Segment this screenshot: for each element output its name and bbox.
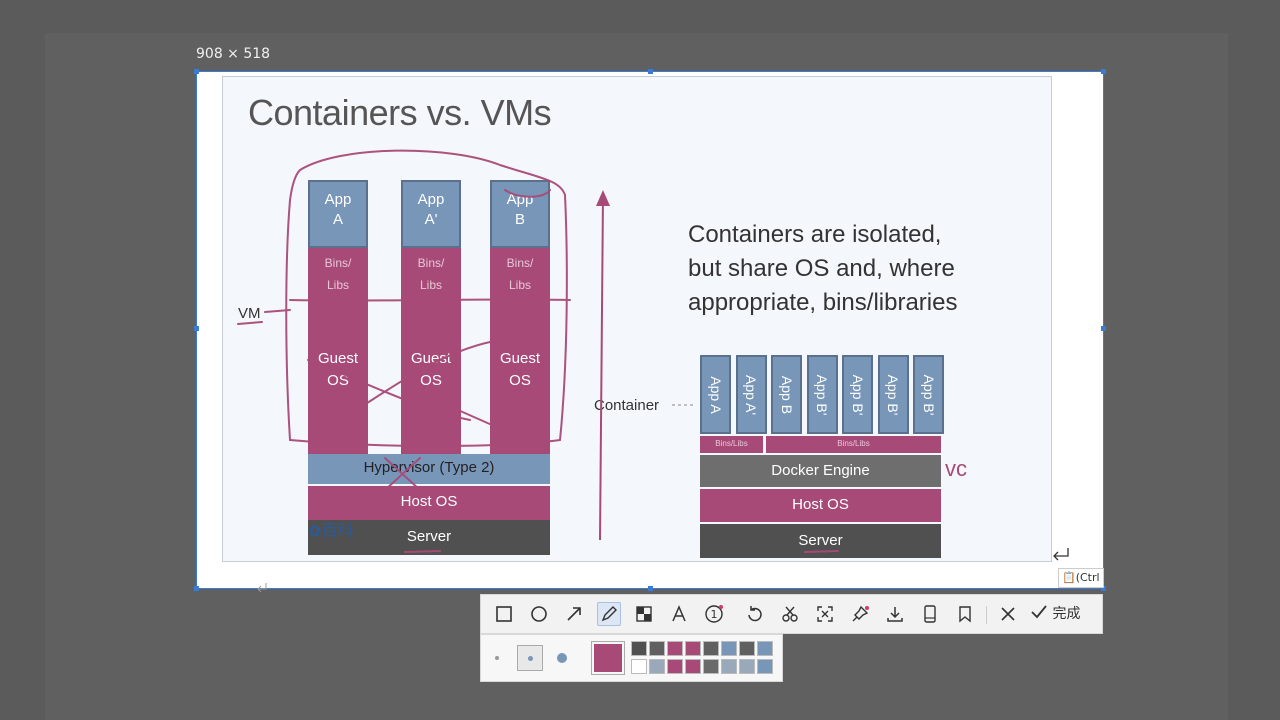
vm-label: VM xyxy=(238,305,261,322)
slide-title: Containers vs. VMs xyxy=(248,92,552,133)
color-swatch[interactable] xyxy=(631,641,647,656)
brush-size-medium[interactable] xyxy=(517,645,543,671)
pen-icon[interactable] xyxy=(597,602,621,626)
annotation-vc: vc xyxy=(945,456,967,481)
vm-circle-stroke xyxy=(285,149,568,447)
resize-handle-left[interactable] xyxy=(194,326,199,331)
rectangle-icon[interactable] xyxy=(492,602,516,626)
container-label: Container xyxy=(594,397,660,414)
resize-handle-bl[interactable] xyxy=(194,586,199,591)
vm-guest-os-a: Guest OS xyxy=(308,300,368,454)
vm-app-a: App A xyxy=(308,180,368,248)
guest-cross-stroke-1 xyxy=(307,359,471,421)
color-palette-panel xyxy=(480,634,783,682)
done-label: 完成 xyxy=(1052,606,1081,622)
color-swatch[interactable] xyxy=(649,641,665,656)
container-app-1: App A xyxy=(700,355,731,434)
hypervisor-layer: Hypervisor (Type 2) xyxy=(308,454,550,484)
color-swatch[interactable] xyxy=(667,641,683,656)
container-host-os-layer: Host OS xyxy=(700,489,941,522)
paste-hint: 📋(Ctrl xyxy=(1058,568,1104,588)
close-icon[interactable] xyxy=(996,602,1020,626)
vm-bins-b: Bins/ Libs xyxy=(490,248,550,300)
color-swatch[interactable] xyxy=(685,659,701,674)
bins-underline-stroke xyxy=(289,298,571,302)
baike-logo: ✿百科 xyxy=(308,521,354,540)
color-swatch[interactable] xyxy=(721,659,737,674)
docker-engine-layer: Docker Engine xyxy=(700,455,941,487)
container-app-3: App B xyxy=(771,355,802,434)
vm-app-a-prime: App A' xyxy=(401,180,461,248)
toolbar-separator xyxy=(986,606,987,624)
done-button[interactable]: 完成 xyxy=(1030,603,1080,623)
arrow-icon[interactable] xyxy=(562,602,586,626)
vm-bins-a: Bins/ Libs xyxy=(308,248,368,300)
screenshot-toolbar: 1 xyxy=(480,594,1103,634)
slide-description: Containers are isolated, but share OS an… xyxy=(688,221,958,316)
resize-handle-top[interactable] xyxy=(648,69,653,74)
cut-icon[interactable] xyxy=(778,602,802,626)
resize-handle-bottom[interactable] xyxy=(648,586,653,591)
color-swatch[interactable] xyxy=(703,641,719,656)
container-app-6: App B' xyxy=(877,355,909,434)
app-b-circle-stroke xyxy=(504,189,551,198)
resize-handle-br[interactable] xyxy=(1101,586,1106,591)
container-server-underline-stroke xyxy=(804,550,839,553)
baike-logo-text: 百科 xyxy=(321,521,354,540)
color-swatch[interactable] xyxy=(721,641,737,656)
vm-app-b: App B xyxy=(490,180,550,248)
guest-cross-stroke-3 xyxy=(409,389,541,446)
brush-size-large[interactable] xyxy=(557,653,567,663)
color-swatch[interactable] xyxy=(685,641,701,656)
svg-text:1: 1 xyxy=(711,608,718,621)
vm-host-os-layer: Host OS xyxy=(308,486,550,520)
vm-label-arrow-stroke xyxy=(264,309,291,313)
capture-size-label: 908 × 518 xyxy=(196,46,271,62)
text-icon[interactable] xyxy=(667,602,691,626)
container-app-7: App B' xyxy=(913,355,944,434)
ocr-icon[interactable] xyxy=(813,602,837,626)
vm-label-underline-stroke xyxy=(237,321,263,325)
undo-icon[interactable] xyxy=(743,602,767,626)
color-swatch[interactable] xyxy=(757,641,773,656)
circle-icon[interactable] xyxy=(527,602,551,626)
color-swatch[interactable] xyxy=(739,659,755,674)
vm-bins-a-prime: Bins/ Libs xyxy=(401,248,461,300)
mosaic-icon[interactable] xyxy=(632,602,656,626)
resize-handle-right[interactable] xyxy=(1101,326,1106,331)
enter-mark-left xyxy=(257,583,267,593)
color-swatch[interactable] xyxy=(703,659,719,674)
download-icon[interactable] xyxy=(883,602,907,626)
container-app-2: App A' xyxy=(735,355,767,434)
container-app-5: App B' xyxy=(842,355,873,434)
selected-color[interactable] xyxy=(591,641,625,675)
vertical-arrow xyxy=(596,190,610,541)
vm-server-layer: Server xyxy=(308,520,550,555)
resize-handle-tr[interactable] xyxy=(1101,69,1106,74)
bookmark-icon[interactable] xyxy=(953,602,977,626)
color-swatch[interactable] xyxy=(667,659,683,674)
pin-icon[interactable] xyxy=(848,602,872,626)
enter-mark-right xyxy=(1053,548,1069,561)
color-swatch[interactable] xyxy=(649,659,665,674)
number-icon[interactable]: 1 xyxy=(702,602,726,626)
color-swatch[interactable] xyxy=(631,659,647,674)
paste-hint-text: (Ctrl xyxy=(1075,571,1100,584)
check-icon xyxy=(1031,605,1047,619)
resize-handle-tl[interactable] xyxy=(194,69,199,74)
guest-cross-stroke-2 xyxy=(339,339,501,421)
container-app-4: App B' xyxy=(806,355,838,434)
container-bins-1: Bins/Libs xyxy=(700,436,763,453)
phone-icon[interactable] xyxy=(918,602,942,626)
color-swatch[interactable] xyxy=(757,659,773,674)
vm-guest-os-a-prime: Guest OS xyxy=(401,300,461,454)
server-underline-stroke xyxy=(404,550,441,553)
hypervisor-cross-stroke xyxy=(384,457,421,491)
container-bins-2: Bins/Libs xyxy=(766,436,941,453)
brush-size-small[interactable] xyxy=(495,656,499,660)
color-swatch[interactable] xyxy=(739,641,755,656)
